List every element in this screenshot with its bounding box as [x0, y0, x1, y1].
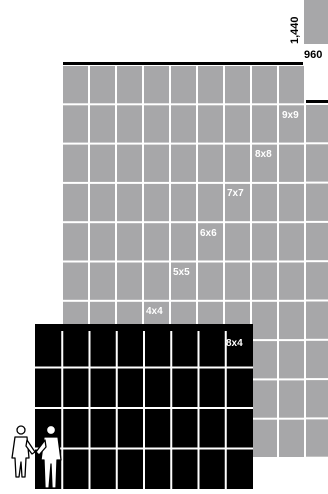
gray-cell — [225, 66, 250, 103]
gray-cell — [279, 145, 304, 182]
gray-cell — [171, 105, 196, 142]
gray-cell — [306, 184, 328, 221]
gray-cell — [252, 66, 277, 103]
gray-cell — [144, 66, 169, 103]
gray-cell — [306, 262, 328, 299]
grid-label-4x4: 4x4 — [146, 306, 163, 317]
black-grid-horizontal-line — [35, 367, 253, 369]
gray-cell — [144, 223, 169, 260]
gray-cell — [279, 420, 304, 457]
gray-cell — [117, 66, 142, 103]
gray-cell — [90, 184, 115, 221]
gray-cell — [90, 223, 115, 260]
gray-cell — [252, 380, 277, 417]
gray-cell — [252, 105, 277, 142]
gray-cell — [252, 420, 277, 457]
black-grid-vertical-line — [198, 331, 200, 489]
grid-label-8x4: 8x4 — [226, 338, 243, 349]
right-rule-line — [306, 100, 328, 103]
gray-cell — [171, 184, 196, 221]
black-grid-top-rule — [35, 324, 253, 327]
gray-cell — [198, 263, 223, 300]
black-grid-vertical-line — [89, 331, 91, 489]
gray-cell — [279, 341, 304, 378]
black-grid-vertical-line — [61, 331, 63, 489]
black-grid-vertical-line — [143, 331, 145, 489]
gray-cell — [117, 145, 142, 182]
grid-label-8x8: 8x8 — [255, 149, 272, 160]
gray-cell — [198, 145, 223, 182]
gray-cell — [252, 184, 277, 221]
gray-cell — [117, 263, 142, 300]
gray-cell — [279, 66, 304, 103]
black-cell-grid — [35, 324, 253, 489]
top-rule-line — [63, 62, 303, 65]
black-grid-vertical-line — [170, 331, 172, 489]
black-grid-horizontal-line — [35, 407, 253, 409]
gray-cell — [306, 341, 328, 378]
black-grid-vertical-line — [116, 331, 118, 489]
width-dimension-text: 960 — [304, 49, 322, 61]
gray-cell — [63, 184, 88, 221]
gray-cell — [225, 223, 250, 260]
gray-cell — [90, 105, 115, 142]
gray-cell — [144, 145, 169, 182]
gray-cell — [306, 144, 328, 181]
gray-cell — [63, 66, 88, 103]
gray-cell — [279, 380, 304, 417]
height-dimension-label: 1,440 — [289, 16, 301, 44]
gray-cell — [279, 184, 304, 221]
gray-cell — [117, 223, 142, 260]
gray-cell — [90, 66, 115, 103]
height-dimension-text: 1,440 — [289, 16, 301, 44]
gray-cell — [144, 184, 169, 221]
gray-cell — [252, 223, 277, 260]
gray-cell — [171, 145, 196, 182]
gray-cell — [252, 341, 277, 378]
gray-cell — [117, 105, 142, 142]
gray-cell — [225, 263, 250, 300]
gray-cell — [279, 302, 304, 339]
gray-cell — [306, 223, 328, 260]
gray-cell — [252, 302, 277, 339]
gray-cell — [198, 66, 223, 103]
gray-cell — [144, 263, 169, 300]
gray-cell — [279, 263, 304, 300]
gray-cell — [306, 105, 328, 142]
gray-cell — [63, 263, 88, 300]
gray-cell — [306, 380, 328, 417]
dimension-marker-box — [304, 0, 328, 44]
gray-cell — [171, 223, 196, 260]
gray-cell — [63, 223, 88, 260]
gray-cell — [198, 105, 223, 142]
gray-cell — [225, 105, 250, 142]
gray-cell — [144, 105, 169, 142]
grid-label-6x6: 6x6 — [200, 228, 217, 239]
grid-label-9x9: 9x9 — [282, 110, 299, 121]
black-grid-vertical-line — [225, 331, 227, 489]
gray-cell — [198, 184, 223, 221]
gray-cell — [90, 263, 115, 300]
gray-cell — [306, 302, 328, 339]
grid-label-5x5: 5x5 — [173, 267, 190, 278]
gray-cell — [171, 66, 196, 103]
gray-cell — [90, 145, 115, 182]
gray-cell — [63, 105, 88, 142]
black-grid-horizontal-line — [35, 448, 253, 450]
gray-cell — [279, 223, 304, 260]
gray-cell — [306, 419, 328, 456]
gray-cell — [63, 145, 88, 182]
gray-cell — [117, 184, 142, 221]
gray-cell — [252, 263, 277, 300]
grid-label-7x7: 7x7 — [227, 188, 244, 199]
gray-cell — [225, 145, 250, 182]
